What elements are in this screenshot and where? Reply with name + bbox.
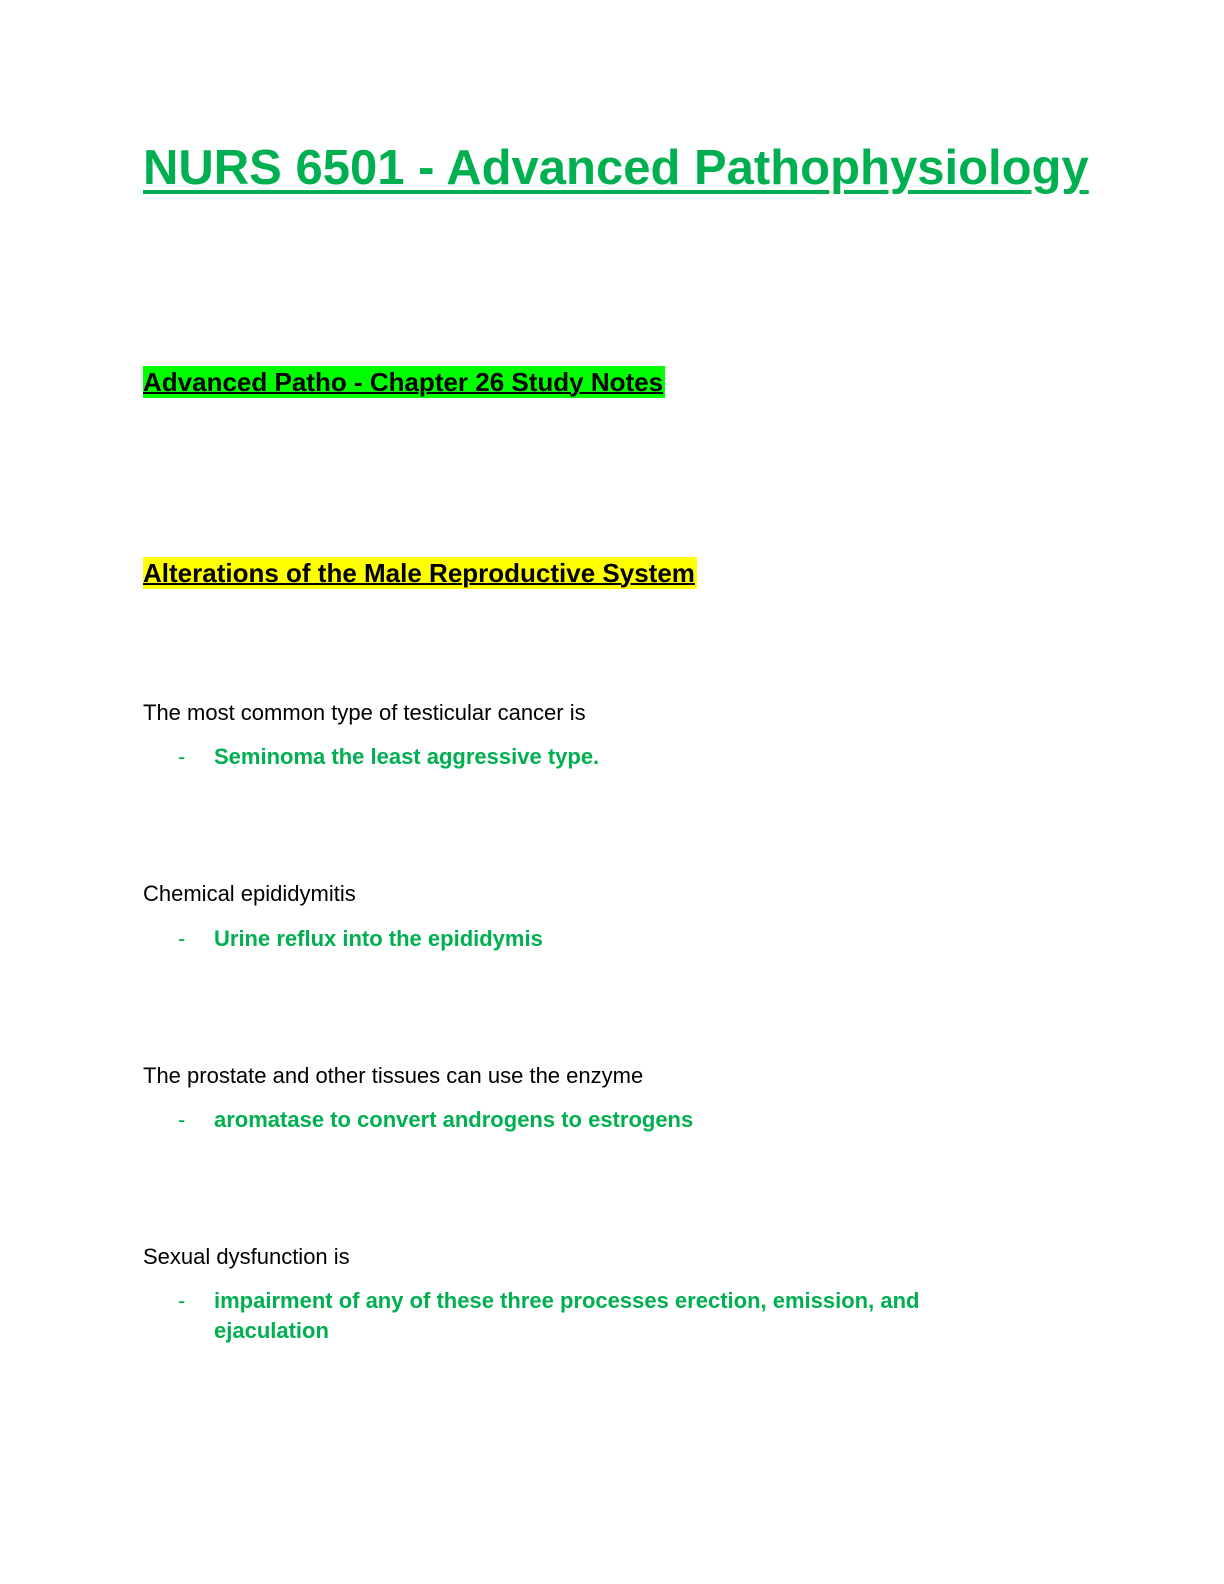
answer-item: - Seminoma the least aggressive type. bbox=[178, 742, 1014, 772]
bullet-dash: - bbox=[178, 926, 186, 951]
answer-text: aromatase to convert androgens to estrog… bbox=[214, 1107, 694, 1132]
bullet-dash: - bbox=[178, 1288, 186, 1313]
question-text: The most common type of testicular cance… bbox=[143, 700, 586, 725]
bullet-dash: - bbox=[178, 744, 186, 769]
question-text: The prostate and other tissues can use t… bbox=[143, 1063, 644, 1088]
answer-item: - impairment of any of these three proce… bbox=[178, 1286, 1004, 1346]
answer-text: impairment of any of these three process… bbox=[214, 1288, 920, 1343]
question-text: Chemical epididymitis bbox=[143, 881, 356, 906]
answer-text: Urine reflux into the epididymis bbox=[214, 926, 543, 951]
answer-text: Seminoma the least aggressive type. bbox=[214, 744, 600, 769]
subtitle-heading: Advanced Patho - Chapter 26 Study Notes bbox=[143, 366, 666, 398]
document-title: NURS 6501 - Advanced Pathophysiology bbox=[143, 141, 1089, 195]
section-heading: Alterations of the Male Reproductive Sys… bbox=[143, 557, 697, 589]
question-text: Sexual dysfunction is bbox=[143, 1244, 350, 1269]
answer-item: - Urine reflux into the epididymis bbox=[178, 924, 1014, 954]
bullet-dash: - bbox=[178, 1107, 186, 1132]
answer-item: - aromatase to convert androgens to estr… bbox=[178, 1105, 1014, 1135]
